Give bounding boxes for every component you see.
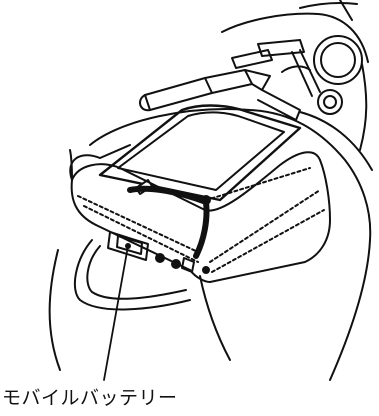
- mobile-battery: [108, 232, 209, 273]
- callout-label-mobile-battery: モバイルバッテリー: [2, 386, 178, 410]
- tank-bag-body: [70, 145, 330, 282]
- callout-leader: [104, 243, 131, 380]
- instrument-gauges: [282, 36, 362, 114]
- map-pocket: [100, 106, 300, 200]
- mounting-belts: [75, 240, 230, 360]
